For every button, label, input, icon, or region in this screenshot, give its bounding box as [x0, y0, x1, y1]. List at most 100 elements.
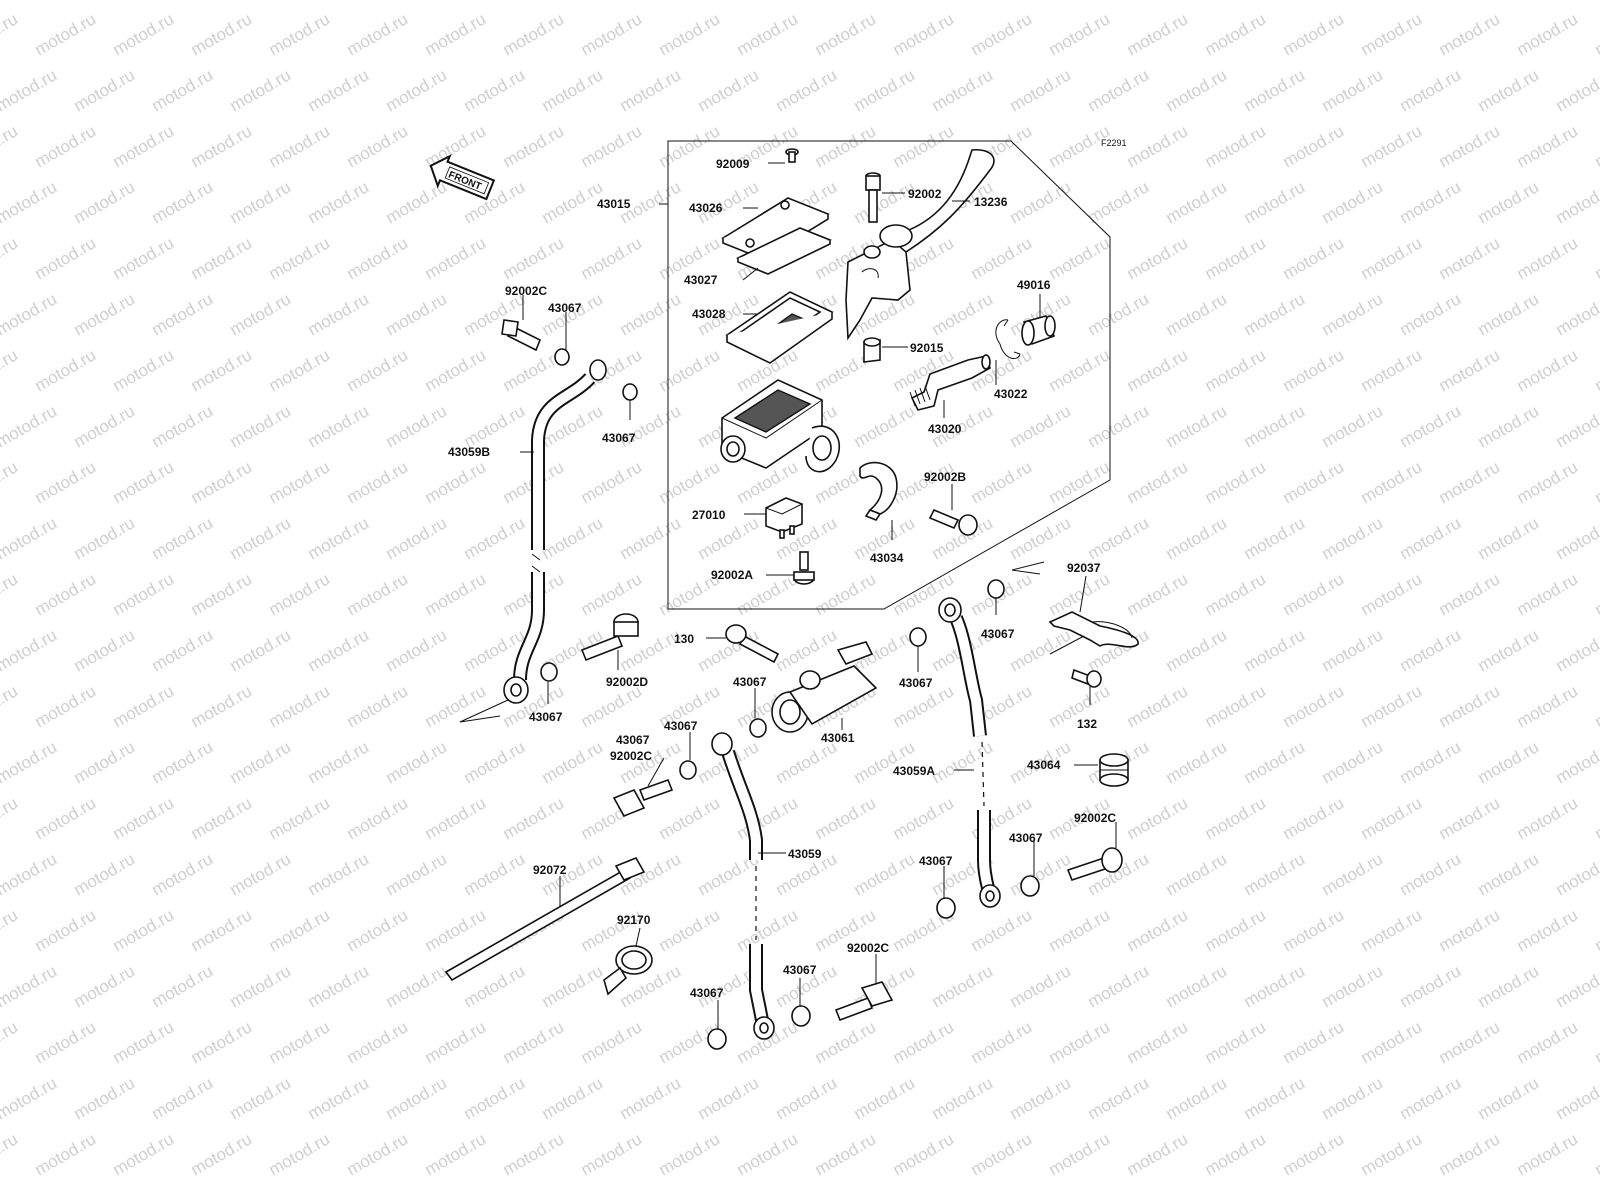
- watermark-text: motod.ru: [344, 793, 412, 843]
- watermark-text: motod.ru: [773, 625, 841, 675]
- label-43067-c: 43067: [529, 710, 563, 724]
- part-92170-clamp: [603, 945, 653, 996]
- watermark-text: motod.ru: [1319, 737, 1387, 787]
- watermark-text: motod.ru: [617, 289, 685, 339]
- watermark-text: motod.ru: [1202, 233, 1270, 283]
- label-43067-g: 43067: [1009, 831, 1043, 845]
- watermark-text: motod.ru: [0, 681, 21, 731]
- watermark-text: motod.ru: [266, 1129, 334, 1179]
- watermark-text: motod.ru: [0, 177, 60, 227]
- watermark-text: motod.ru: [1241, 177, 1309, 227]
- watermark-text: motod.ru: [578, 1017, 646, 1067]
- watermark-text: motod.ru: [1592, 345, 1600, 395]
- watermark-text: motod.ru: [1202, 905, 1270, 955]
- watermark-text: motod.ru: [188, 569, 256, 619]
- watermark-text: motod.ru: [1397, 849, 1465, 899]
- watermark-text: motod.ru: [1007, 0, 1075, 3]
- watermark-text: motod.ru: [71, 401, 139, 451]
- watermark-text: motod.ru: [1007, 625, 1075, 675]
- watermark-text: motod.ru: [539, 961, 607, 1011]
- label-49016: 49016: [1017, 278, 1051, 292]
- watermark-text: motod.ru: [656, 793, 724, 843]
- watermark-text: motod.ru: [1436, 9, 1504, 59]
- watermark-text: motod.ru: [656, 9, 724, 59]
- watermark-text: motod.ru: [227, 849, 295, 899]
- watermark-text: motod.ru: [1436, 121, 1504, 171]
- label-92009: 92009: [716, 157, 750, 171]
- watermark-text: motod.ru: [344, 457, 412, 507]
- watermark-text: motod.ru: [110, 793, 178, 843]
- watermark-text: motod.ru: [344, 233, 412, 283]
- label-43022: 43022: [994, 387, 1028, 401]
- watermark-text: motod.ru: [149, 65, 217, 115]
- part-92002C-bolt-center: [612, 778, 674, 818]
- watermark-text: motod.ru: [1007, 401, 1075, 451]
- watermark-text: motod.ru: [734, 1129, 802, 1179]
- watermark-text: motod.ru: [1046, 457, 1114, 507]
- label-43015: 43015: [597, 197, 631, 211]
- washer-43067-i: [936, 897, 956, 919]
- label-130: 130: [674, 632, 694, 646]
- diagram-code: F2291: [1101, 138, 1127, 148]
- label-43026: 43026: [689, 201, 723, 215]
- watermark-text: motod.ru: [344, 1129, 412, 1179]
- watermark-text: motod.ru: [0, 121, 21, 171]
- part-43061-slave-cylinder: [771, 641, 878, 733]
- part-92037-bracket: [1048, 611, 1139, 648]
- watermark-text: motod.ru: [305, 1073, 373, 1123]
- washer-43067-h: [1020, 875, 1040, 897]
- watermark-text: motod.ru: [1553, 625, 1600, 675]
- watermark-text: motod.ru: [1241, 849, 1309, 899]
- watermark-text: motod.ru: [1085, 961, 1153, 1011]
- watermark-text: motod.ru: [1553, 961, 1600, 1011]
- watermark-text: motod.ru: [1241, 961, 1309, 1011]
- watermark-text: motod.ru: [1553, 65, 1600, 115]
- watermark-text: motod.ru: [0, 401, 60, 451]
- watermark-text: motod.ru: [1124, 121, 1192, 171]
- label-43020: 43020: [928, 422, 962, 436]
- watermark-text: motod.ru: [32, 233, 100, 283]
- washer-43067-j: [707, 1028, 727, 1050]
- watermark-text: motod.ru: [149, 961, 217, 1011]
- watermark-text: motod.ru: [539, 0, 607, 3]
- watermark-text: motod.ru: [1163, 961, 1231, 1011]
- watermark-text: motod.ru: [1163, 65, 1231, 115]
- watermark-text: motod.ru: [110, 569, 178, 619]
- watermark-text: motod.ru: [1007, 849, 1075, 899]
- watermark-text: motod.ru: [110, 1129, 178, 1179]
- watermark-text: motod.ru: [1163, 1073, 1231, 1123]
- watermark-text: motod.ru: [383, 513, 451, 563]
- watermark-text: motod.ru: [1280, 345, 1348, 395]
- watermark-text: motod.ru: [0, 513, 60, 563]
- label-13236: 13236: [974, 195, 1008, 209]
- watermark-text: motod.ru: [1475, 0, 1543, 3]
- watermark-text: motod.ru: [188, 905, 256, 955]
- watermark-text: motod.ru: [0, 289, 60, 339]
- label-43067-a: 43067: [548, 301, 582, 315]
- watermark-text: motod.ru: [1202, 9, 1270, 59]
- watermark-text: motod.ru: [461, 401, 529, 451]
- watermark-text: motod.ru: [968, 1129, 1036, 1179]
- watermark-text: motod.ru: [812, 121, 880, 171]
- watermark-text: motod.ru: [1046, 1129, 1114, 1179]
- watermark-text: motod.ru: [227, 513, 295, 563]
- part-43028-diaphragm: [725, 291, 834, 364]
- watermark-text: motod.ru: [1163, 177, 1231, 227]
- part-43022-circlip: [995, 319, 1021, 360]
- watermark-text: motod.ru: [1553, 849, 1600, 899]
- watermark-text: motod.ru: [1046, 905, 1114, 955]
- watermark-text: motod.ru: [890, 1129, 958, 1179]
- label-92037: 92037: [1067, 561, 1101, 575]
- watermark-text: motod.ru: [617, 1073, 685, 1123]
- watermark-text: motod.ru: [71, 625, 139, 675]
- watermark-text: motod.ru: [500, 1129, 568, 1179]
- watermark-text: motod.ru: [1202, 345, 1270, 395]
- label-43067-k: 43067: [783, 963, 817, 977]
- watermark-text: motod.ru: [773, 65, 841, 115]
- watermark-text: motod.ru: [1163, 513, 1231, 563]
- watermark-text: motod.ru: [71, 177, 139, 227]
- watermark-text: motod.ru: [0, 65, 60, 115]
- watermark-text: motod.ru: [0, 1073, 60, 1123]
- watermark-text: motod.ru: [968, 9, 1036, 59]
- watermark-text: motod.ru: [422, 569, 490, 619]
